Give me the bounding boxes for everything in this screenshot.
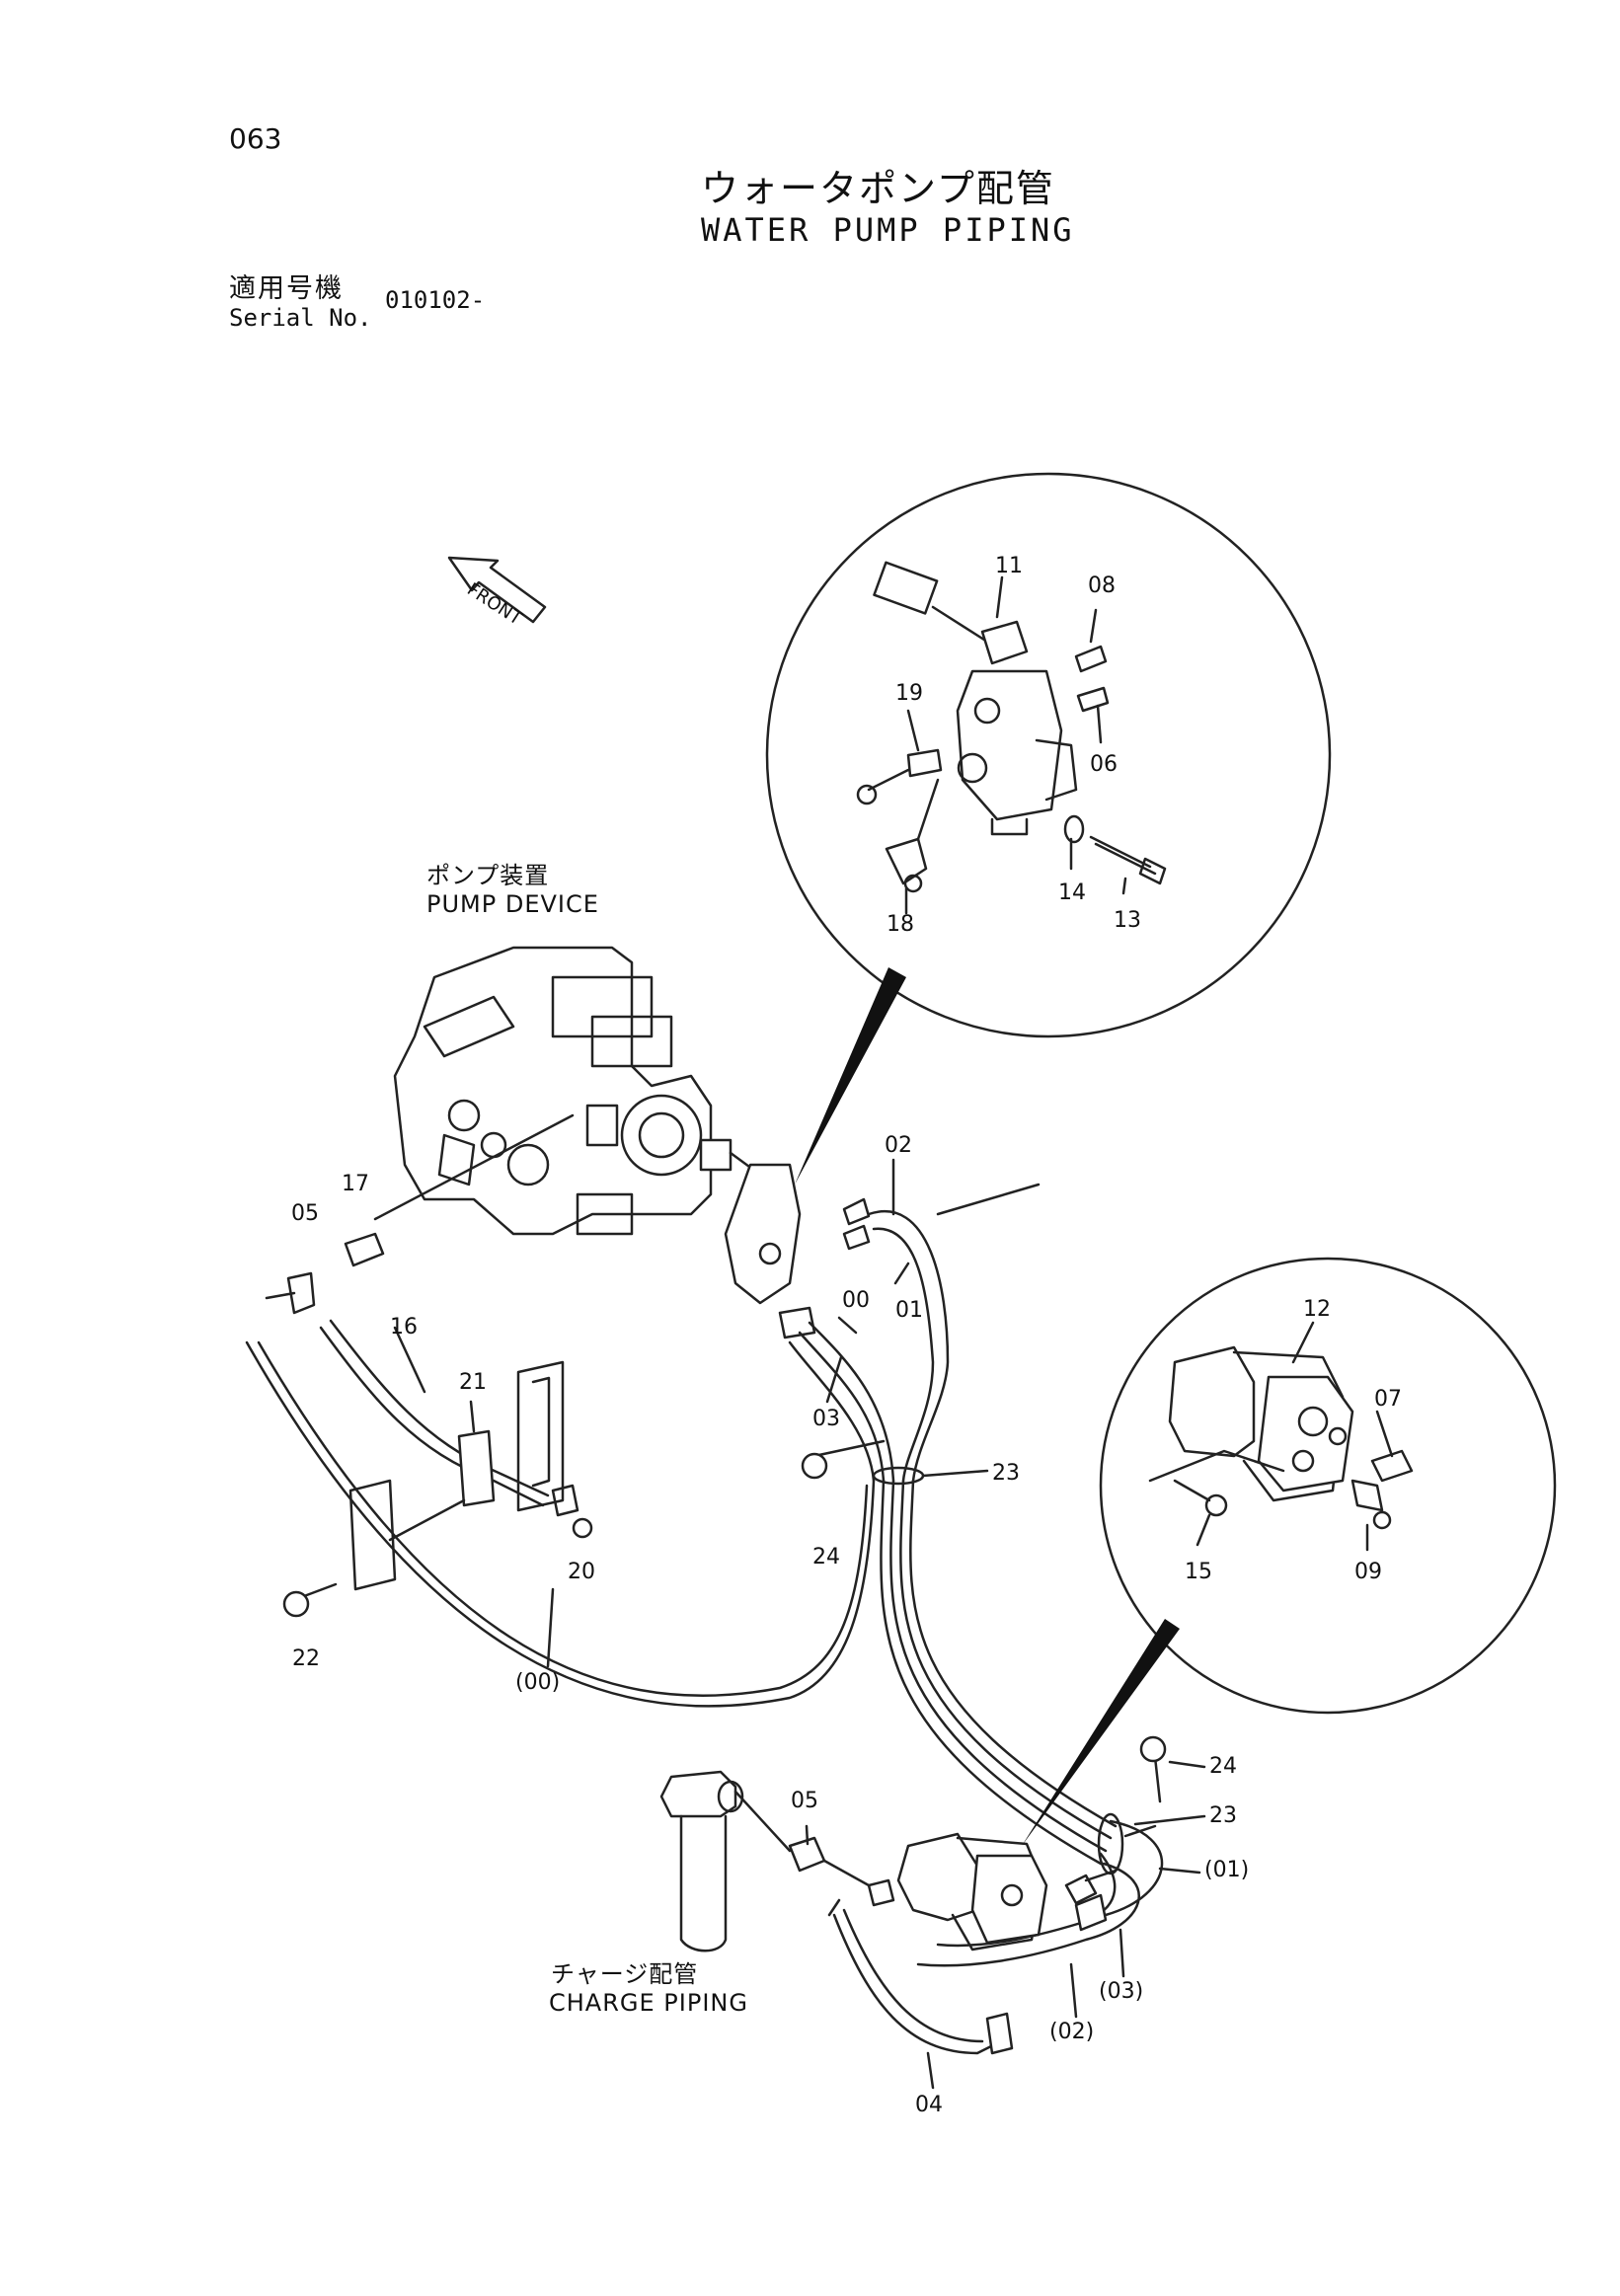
- callout-22: 22: [292, 1646, 320, 1671]
- callout-06: 06: [1090, 752, 1118, 777]
- callout-17: 17: [342, 1172, 369, 1196]
- pump-device-label-jp: ポンプ装置: [426, 862, 550, 889]
- charge-piping-label-en: CHARGE PIPING: [549, 1989, 748, 2017]
- page-number: 063: [229, 122, 282, 155]
- callout-02: 02: [885, 1133, 912, 1158]
- water-pump-detail: [1148, 1345, 1414, 1530]
- callout-01-paren: (01): [1204, 1858, 1250, 1882]
- valve-detail-circle: [765, 472, 1332, 1038]
- callout-21: 21: [459, 1370, 487, 1395]
- callout-03: 03: [812, 1407, 840, 1431]
- callout-11: 11: [995, 554, 1023, 578]
- title-japanese: ウォータポンプ配管: [701, 167, 1055, 210]
- callout-05-lower: 05: [791, 1789, 818, 1813]
- callout-20: 20: [568, 1560, 595, 1584]
- callout-00-paren: (00): [515, 1670, 561, 1695]
- serial-label-english: Serial No.: [229, 304, 372, 332]
- callout-14: 14: [1058, 880, 1086, 905]
- callout-24-lower: 24: [1209, 1754, 1237, 1779]
- callout-15: 15: [1185, 1560, 1212, 1584]
- callout-18: 18: [887, 912, 914, 937]
- callout-08: 08: [1088, 574, 1116, 598]
- pump-detail-circle: [1099, 1257, 1557, 1715]
- charge-filter: [659, 1770, 744, 1952]
- callout-02-paren: (02): [1049, 2020, 1095, 2044]
- clamp-23-upper: [872, 1466, 925, 1486]
- callout-04: 04: [915, 2093, 943, 2117]
- serial-value: 010102-: [385, 286, 486, 314]
- callout-07: 07: [1374, 1387, 1402, 1412]
- serial-label-japanese: 適用号機: [229, 273, 344, 304]
- pump-detail-pointer: [1022, 1619, 1180, 1846]
- pump-device: [393, 946, 713, 1236]
- callout-23-upper: 23: [992, 1461, 1020, 1486]
- callout-09: 09: [1354, 1560, 1382, 1584]
- callout-19: 19: [895, 681, 923, 706]
- callout-12: 12: [1303, 1297, 1331, 1322]
- callout-01: 01: [895, 1298, 923, 1323]
- clamp-23-lower: [1097, 1812, 1124, 1875]
- valve-assembly-detail: [856, 561, 1167, 915]
- valve-assembly: [699, 1138, 871, 1339]
- callout-13: 13: [1114, 908, 1141, 933]
- callout-23-lower: 23: [1209, 1803, 1237, 1828]
- front-arrow-icon: FRONT: [447, 556, 547, 630]
- pump-device-label-en: PUMP DEVICE: [426, 890, 599, 918]
- title-english: WATER PUMP PIPING: [701, 211, 1075, 249]
- water-pump: [867, 1832, 1118, 1952]
- callout-03-paren: (03): [1099, 1979, 1144, 2004]
- callout-24-upper: 24: [812, 1545, 840, 1569]
- callout-00: 00: [842, 1288, 870, 1313]
- charge-piping-label-jp: チャージ配管: [551, 1960, 699, 1988]
- callout-16: 16: [390, 1315, 418, 1339]
- callout-05-upper: 05: [291, 1201, 319, 1226]
- valve-detail-pointer: [795, 967, 906, 1185]
